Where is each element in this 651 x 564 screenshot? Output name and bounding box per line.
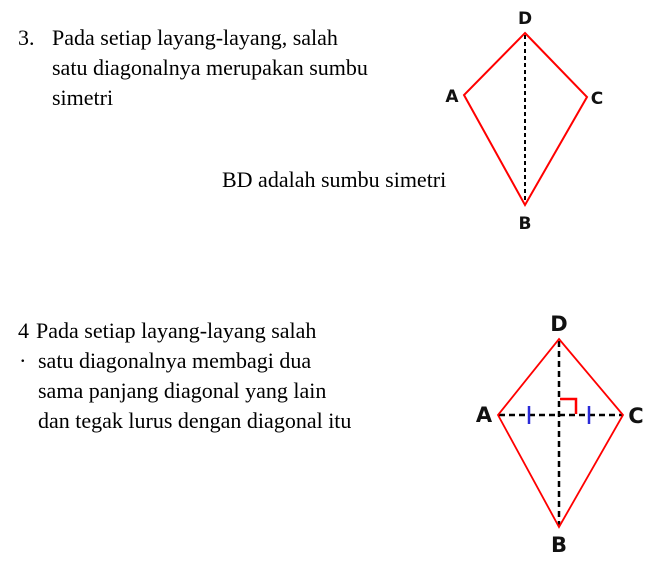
label-d: D (550, 312, 567, 336)
item3-line3: simetri (52, 85, 114, 110)
item3-line1: Pada setiap layang-layang, salah (52, 25, 338, 50)
item4-line3: sama panjang diagonal yang lain (38, 378, 327, 403)
label-b: B (519, 214, 532, 234)
label-d: D (518, 9, 532, 29)
item4-bullet: . (20, 342, 26, 367)
item4-line1: Pada setiap layang-layang salah (36, 318, 317, 343)
kite-1: D A C B (445, 9, 603, 234)
item3-number: 3. (18, 25, 35, 50)
label-a: A (476, 403, 493, 427)
label-c: C (591, 89, 603, 109)
kite-2: D A C B (476, 312, 644, 557)
kite-outline (496, 337, 625, 529)
label-c: C (628, 404, 643, 428)
item3-line2: satu diagonalnya merupakan sumbu (52, 55, 368, 80)
item4-line4: dan tegak lurus dengan diagonal itu (38, 408, 352, 433)
label-a: A (445, 87, 459, 107)
item4-number: 4 (18, 318, 29, 343)
item4-line2: satu diagonalnya membagi dua (38, 348, 312, 373)
right-angle-mark (560, 397, 578, 414)
item3-caption: BD adalah sumbu simetri (222, 167, 447, 192)
label-b: B (551, 533, 567, 557)
kite-outline (462, 31, 589, 208)
